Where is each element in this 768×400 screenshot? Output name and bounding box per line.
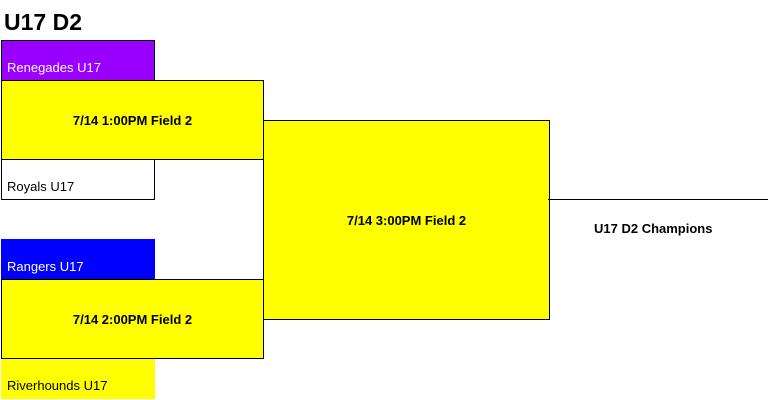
game-label-2: 7/14 2:00PM Field 2 [72, 311, 193, 327]
game-box-1: 7/14 1:00PM Field 2 [1, 80, 264, 160]
game-box-final: 7/14 3:00PM Field 2 [263, 120, 550, 320]
game-label-final: 7/14 3:00PM Field 2 [346, 212, 467, 228]
team-slot-4: Riverhounds U17 [1, 358, 155, 399]
game-box-2: 7/14 2:00PM Field 2 [1, 279, 264, 359]
team-slot-3: Rangers U17 [1, 239, 155, 280]
game-label-1: 7/14 1:00PM Field 2 [72, 112, 193, 128]
champion-label: U17 D2 Champions [594, 221, 713, 236]
bracket-title: U17 D2 [4, 9, 82, 35]
champion-line [548, 199, 768, 200]
team-slot-2: Royals U17 [1, 159, 155, 200]
team-slot-1: Renegades U17 [1, 40, 155, 81]
